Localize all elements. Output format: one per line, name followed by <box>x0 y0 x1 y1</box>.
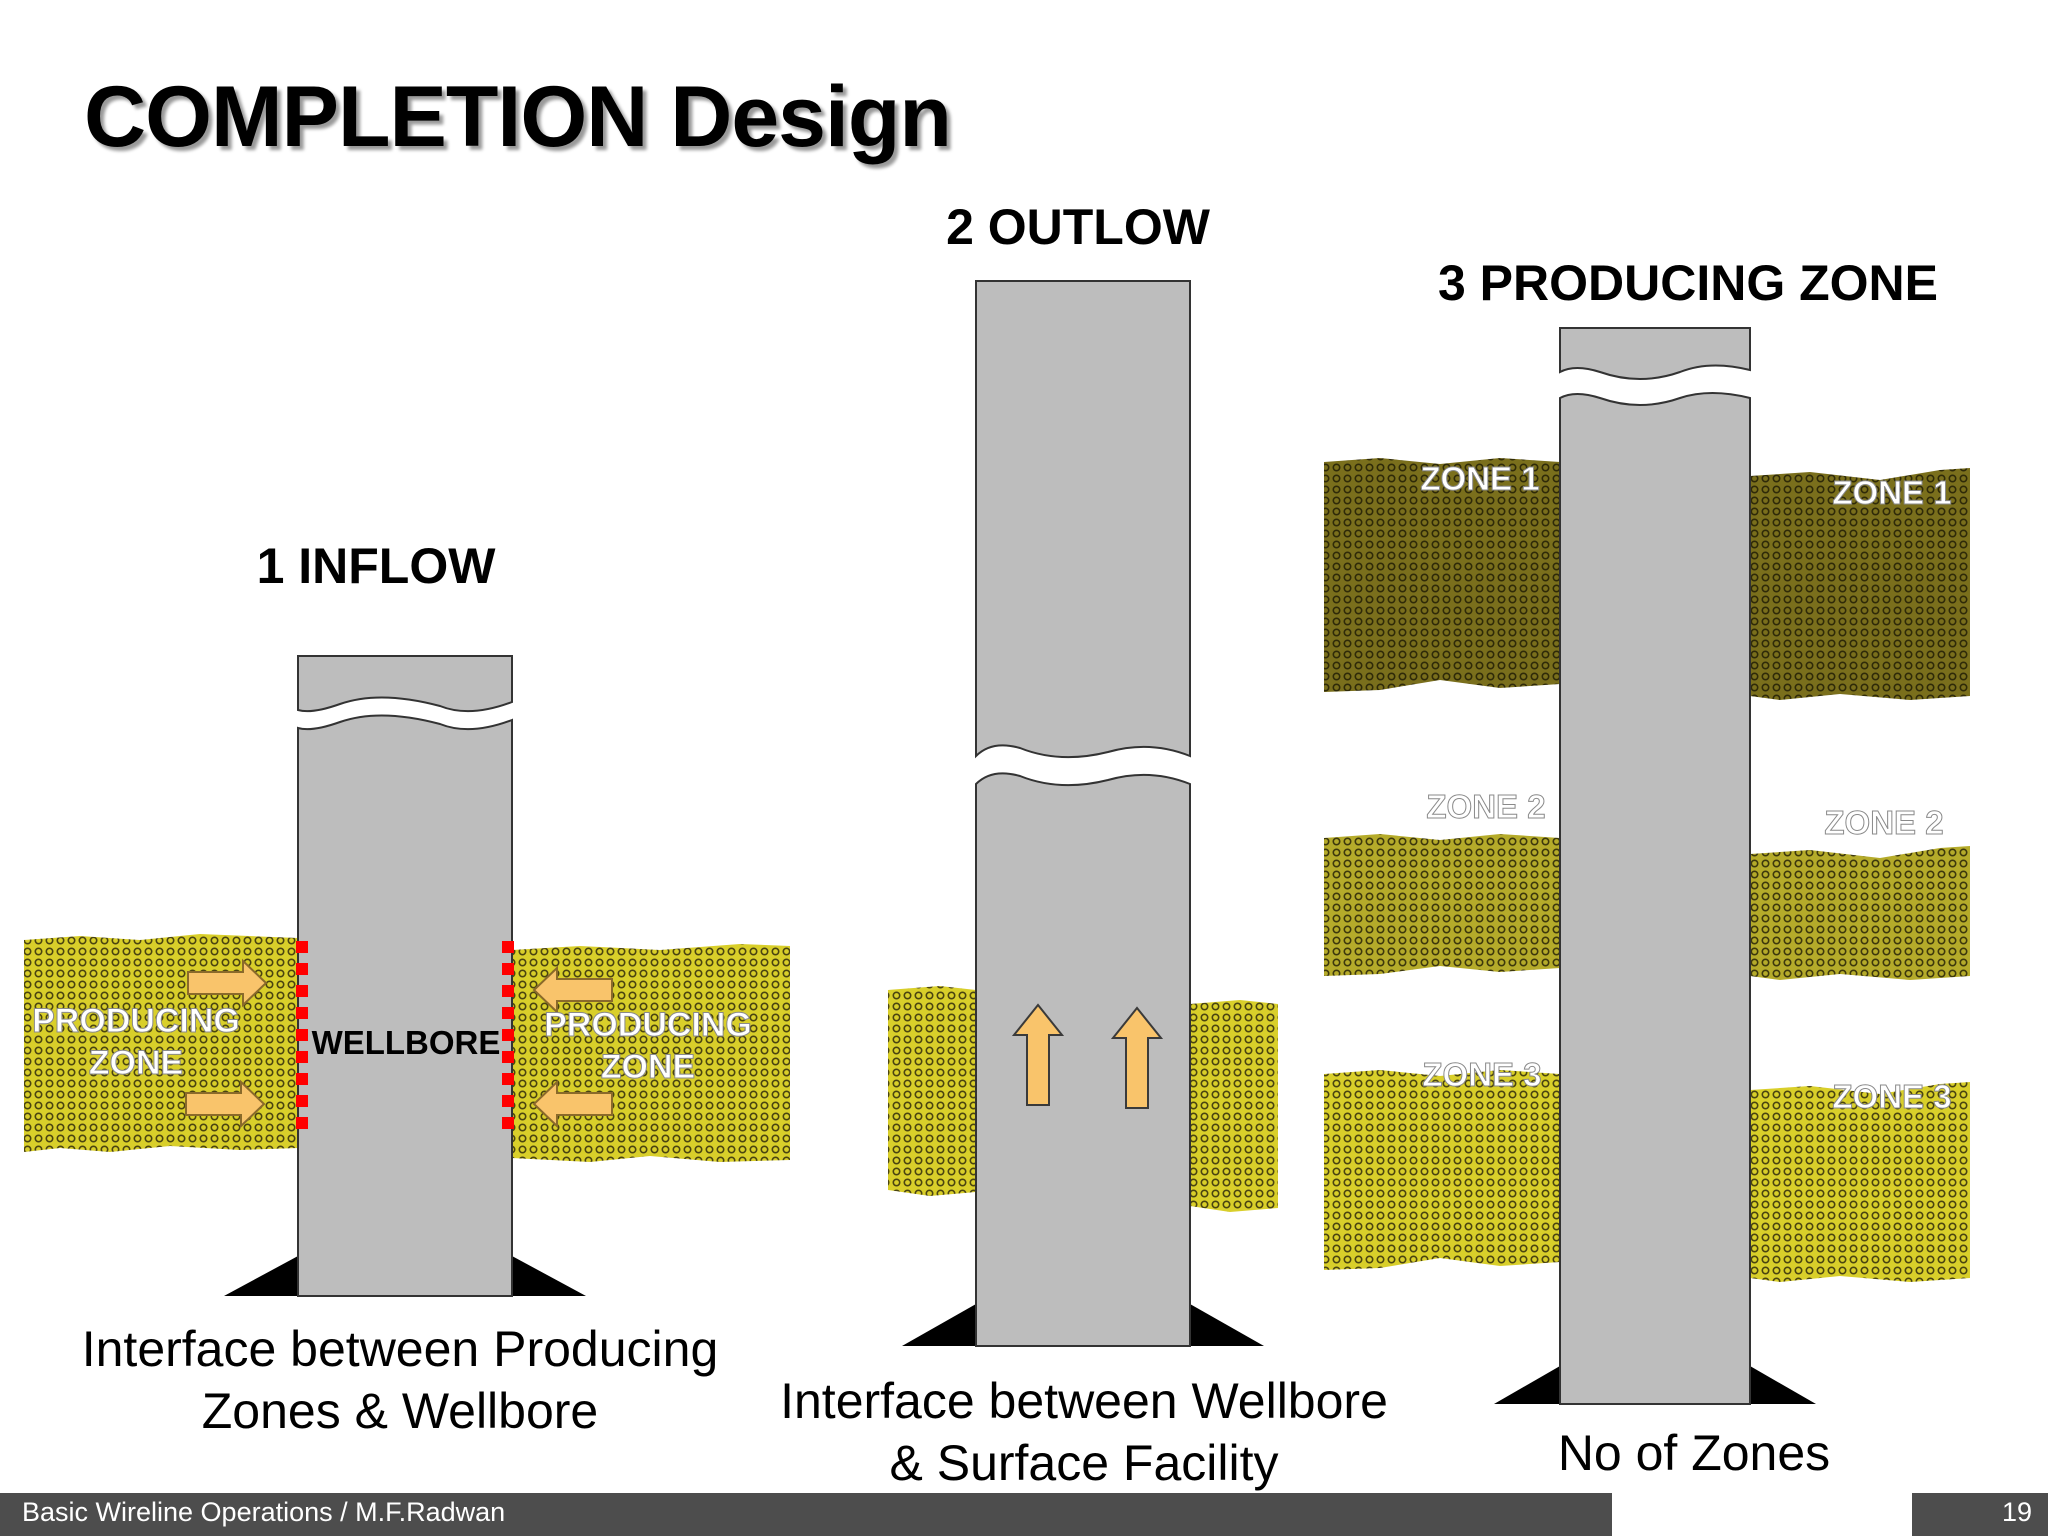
zones-wellbore <box>1559 392 1751 1405</box>
inflow-wellbore <box>297 714 513 1297</box>
producing-zone-label-left: PRODUCING <box>32 1002 240 1040</box>
outflow-heading: 2 OUTLOW <box>946 199 1211 255</box>
inflow-base-left <box>224 1256 298 1296</box>
inflow-zone-left <box>24 934 298 1152</box>
zone-3-label-right: ZONE 3 <box>1832 1078 1951 1115</box>
zones-caption: No of Zones <box>1558 1425 1830 1481</box>
producing-zone-label-right-2: ZONE <box>601 1048 695 1086</box>
outflow-panel: 2 OUTLOW Interface between Wellbore & Su… <box>780 199 1388 1491</box>
inflow-base-right <box>512 1256 586 1296</box>
page-number: 19 <box>2001 1497 2032 1527</box>
inflow-wellbore-cap <box>297 655 513 713</box>
zone-1-right <box>1750 468 1970 700</box>
producing-zone-label-right: PRODUCING <box>544 1006 752 1044</box>
outflow-zone-right <box>1190 1000 1278 1212</box>
zone-3-label-left: ZONE 3 <box>1422 1056 1541 1093</box>
zone-3-left <box>1324 1070 1560 1270</box>
outflow-base-right <box>1190 1304 1264 1346</box>
outflow-base-left <box>902 1304 976 1346</box>
inflow-caption: Interface between Producing <box>82 1321 719 1377</box>
zone-1-label-right: ZONE 1 <box>1832 474 1951 511</box>
outflow-zone-left <box>888 986 976 1196</box>
page-number-box: 19 <box>1912 1493 2048 1536</box>
footer-bar: Basic Wireline Operations / M.F.Radwan <box>0 1493 1612 1536</box>
inflow-panel: 1 INFLOW W <box>24 538 790 1439</box>
footer-text: Basic Wireline Operations / M.F.Radwan <box>22 1497 506 1527</box>
producing-zone-label-left-2: ZONE <box>89 1044 183 1082</box>
outflow-caption: Interface between Wellbore <box>780 1373 1388 1429</box>
zones-wellbore-cap <box>1559 327 1751 380</box>
zone-2-left <box>1324 834 1560 976</box>
zones-base-left <box>1494 1366 1560 1404</box>
zone-2-right <box>1750 846 1970 980</box>
outflow-wellbore <box>975 772 1191 1347</box>
zone-1-label-left: ZONE 1 <box>1420 460 1539 497</box>
outflow-caption-2: & Surface Facility <box>889 1435 1278 1491</box>
zones-heading: 3 PRODUCING ZONE <box>1438 255 1938 311</box>
inflow-heading: 1 INFLOW <box>257 538 497 594</box>
wellbore-label: WELLBORE <box>312 1024 501 1061</box>
zones-panel: 3 PRODUCING ZONE ZONE 1 ZONE 1 ZONE 2 ZO… <box>1324 255 1970 1481</box>
perforations-left <box>296 941 308 1129</box>
zone-3-right <box>1750 1082 1970 1282</box>
zone-1-left <box>1324 458 1560 692</box>
zone-2-label-right: ZONE 2 <box>1824 804 1943 841</box>
zone-2-label-left: ZONE 2 <box>1426 788 1545 825</box>
inflow-caption-2: Zones & Wellbore <box>202 1383 598 1439</box>
perforations-right <box>502 941 514 1129</box>
slide-title: COMPLETION Design <box>84 69 952 165</box>
zones-base-right <box>1750 1366 1816 1404</box>
outflow-wellbore-upper <box>975 280 1191 759</box>
